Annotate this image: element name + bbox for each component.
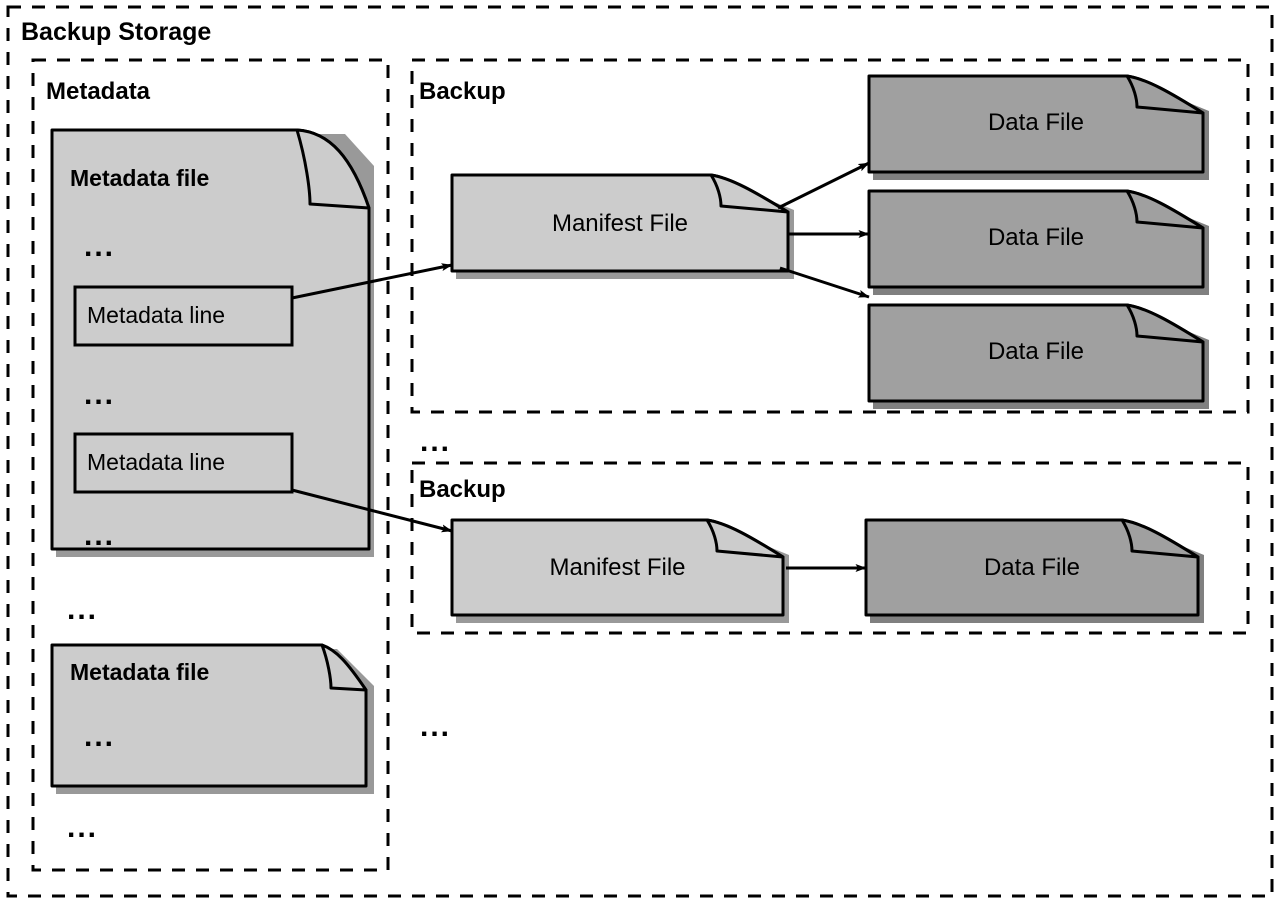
metadata-group-title: Metadata [46, 78, 151, 105]
metadata-file-1-title: Metadata file [70, 165, 210, 191]
data-file-label-4: Data File [983, 554, 1081, 581]
backup-group-title-1: Backup [419, 78, 506, 105]
metadata-ellipsis-after-files: ... [67, 811, 99, 844]
arrow-manifest-1-to-data-file-3 [779, 266, 870, 299]
metadata-file-2-shape [50, 643, 374, 794]
data-file-4-shape [864, 518, 1204, 623]
metadata-file-2-title: Metadata file [70, 659, 210, 685]
arrow-metadata-line-1-to-manifest-1 [291, 263, 453, 300]
backup-storage-title: Backup Storage [21, 18, 212, 46]
metadata-group-box [31, 58, 390, 872]
metadata-line-box-1 [73, 285, 294, 347]
backup-group-box-1 [410, 58, 1250, 414]
backup-group-title-2: Backup [419, 476, 506, 503]
manifest-file-1-shape [450, 173, 794, 279]
backup-group-box-2 [410, 461, 1250, 635]
metadata-file-1-ellipsis-top: ... [84, 230, 116, 263]
backup-storage-container [6, 5, 1274, 898]
data-file-1-shape [867, 74, 1209, 180]
data-file-label-2: Data File [987, 224, 1085, 251]
backup-ellipsis-between: ... [420, 425, 452, 458]
metadata-line-label-1: Metadata line [87, 302, 226, 328]
manifest-file-label-2: Manifest File [549, 554, 686, 581]
metadata-line-box-2 [73, 432, 294, 494]
metadata-file-1-ellipsis-middle: ... [84, 378, 116, 411]
backup-ellipsis-after: ... [420, 710, 452, 743]
arrow-manifest-1-to-data-file-1 [777, 161, 870, 210]
arrow-metadata-line-2-to-manifest-2 [291, 488, 453, 533]
manifest-file-2-shape [450, 518, 789, 623]
metadata-file-1-ellipsis-bottom: ... [84, 519, 116, 552]
metadata-file-2-ellipsis-inner: ... [84, 720, 116, 753]
data-file-3-shape [867, 303, 1209, 409]
metadata-ellipsis-between-files: ... [67, 593, 99, 626]
data-file-2-shape [867, 189, 1209, 295]
manifest-file-label-1: Manifest File [551, 210, 689, 237]
metadata-line-label-2: Metadata line [87, 449, 226, 475]
data-file-label-1: Data File [987, 109, 1085, 136]
data-file-label-3: Data File [987, 338, 1085, 365]
